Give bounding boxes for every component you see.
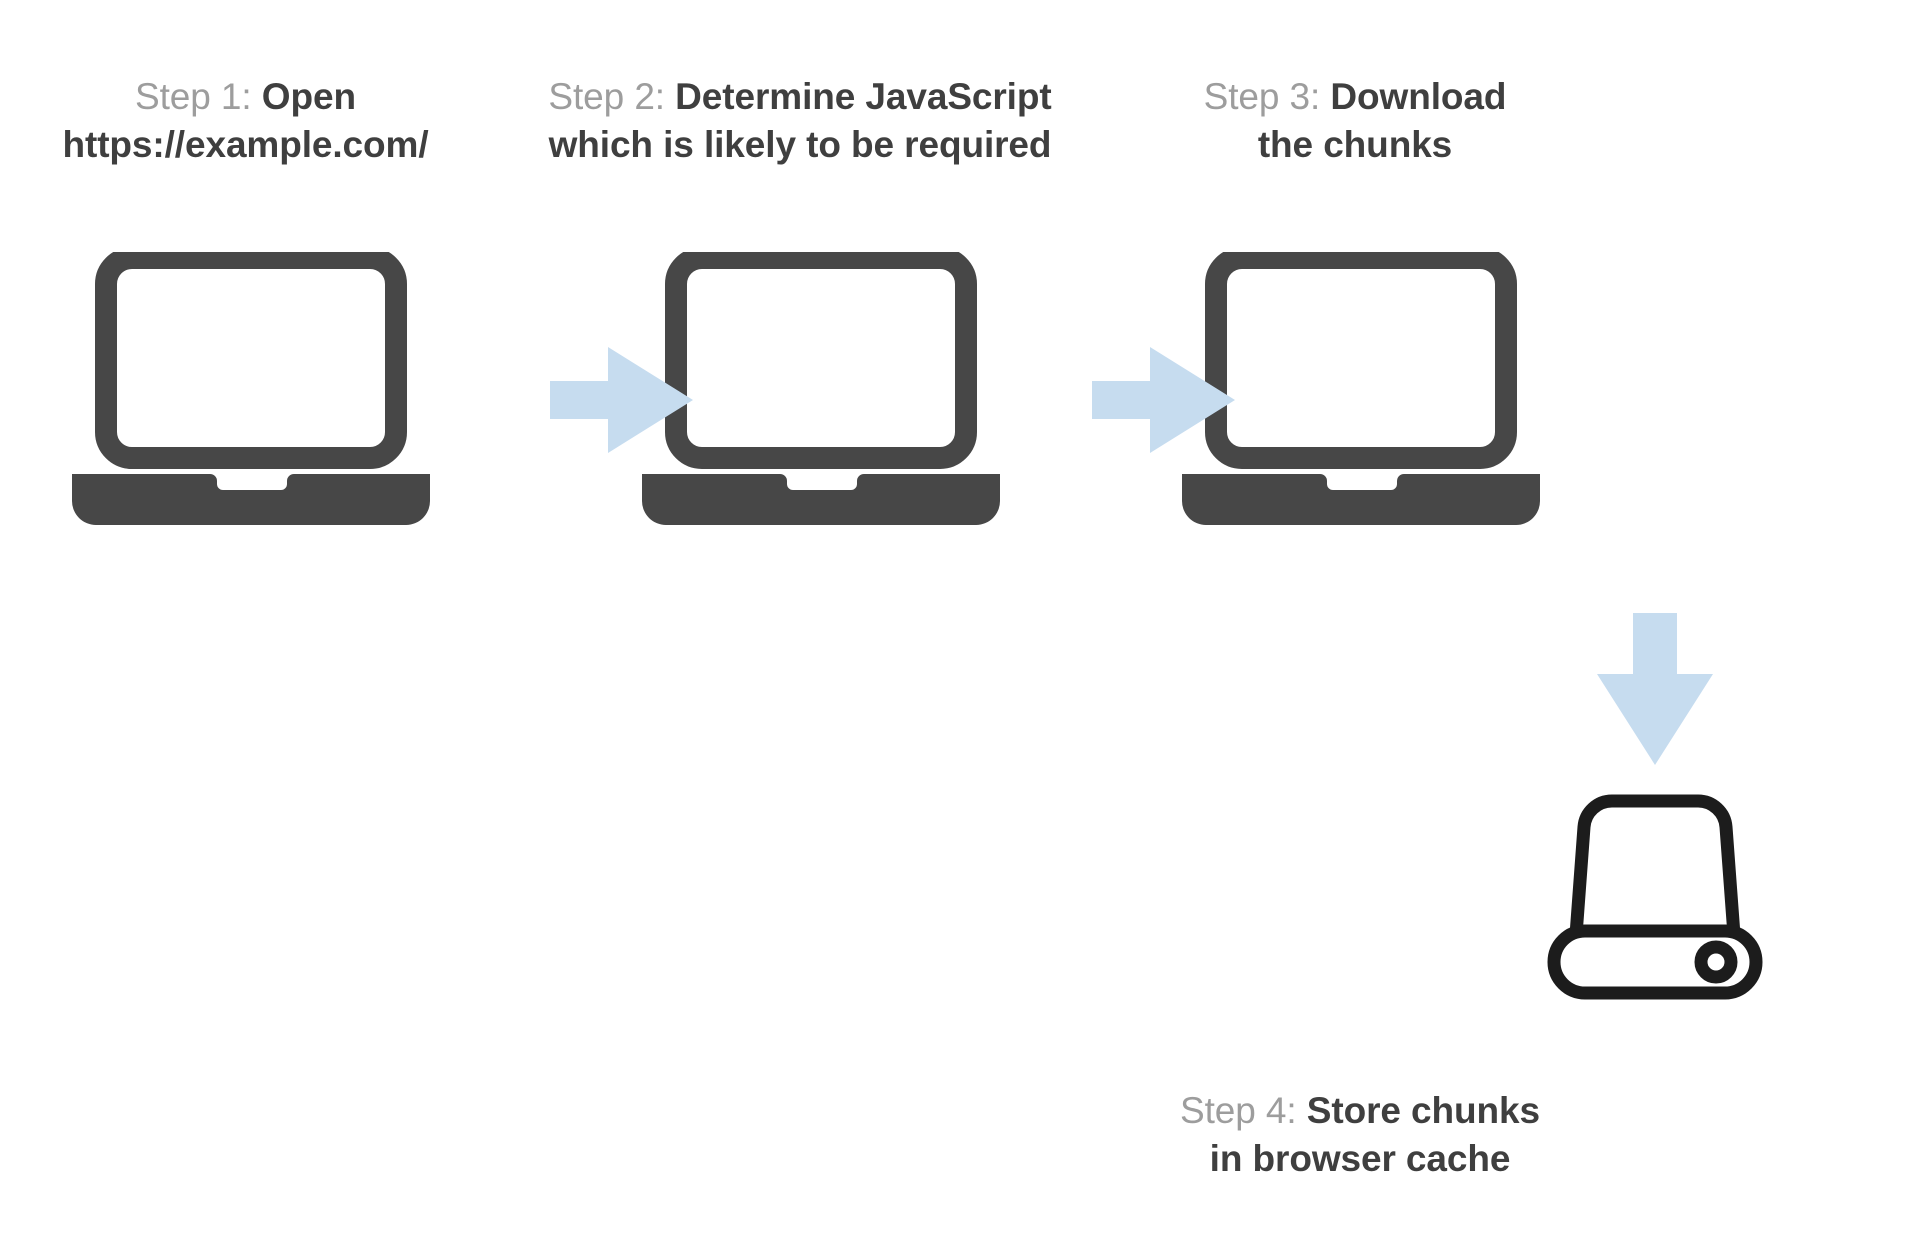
- step-2-caption: Step 2: Determine JavaScript which is li…: [545, 73, 1055, 169]
- step-1-body: Open https://example.com/: [62, 76, 429, 166]
- step-1-caption: Step 1: Open https://example.com/: [18, 73, 473, 169]
- step-2-body: Determine JavaScript which is likely to …: [548, 76, 1052, 166]
- step-1-label: Step 1:: [135, 76, 252, 117]
- laptop-icon: [1172, 252, 1592, 562]
- step-4-label: Step 4:: [1180, 1090, 1297, 1131]
- step-3-caption: Step 3: Download the chunks: [1175, 73, 1535, 169]
- step-3-label: Step 3:: [1203, 76, 1321, 117]
- arrow-down-icon: [1595, 613, 1715, 768]
- laptop-icon: [62, 252, 482, 562]
- step-4-body: Store chunks in browser cache: [1209, 1090, 1540, 1180]
- arrow-right-icon: [550, 345, 695, 455]
- step-4-caption: Step 4: Store chunks in browser cache: [1175, 1087, 1545, 1183]
- step-3-body: Download the chunks: [1257, 76, 1507, 166]
- step-2-label: Step 2:: [548, 76, 665, 117]
- arrow-right-icon: [1092, 345, 1237, 455]
- laptop-icon: [632, 252, 1052, 562]
- hard-drive-icon: [1540, 785, 1770, 1005]
